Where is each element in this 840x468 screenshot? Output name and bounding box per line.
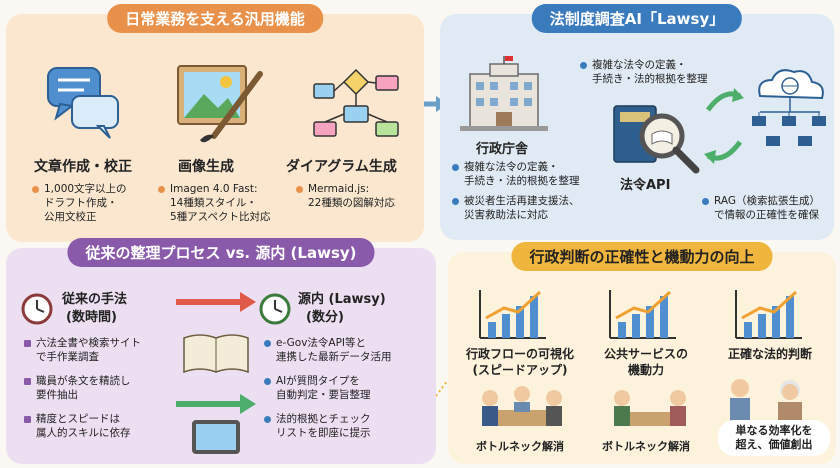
law-api-label: 法令API bbox=[620, 178, 671, 193]
panel-title: 日常業務を支える汎用機能 bbox=[107, 4, 323, 33]
panel-title: 従来の整理プロセス vs. 源内 (Lawsy) bbox=[67, 238, 375, 267]
chat-bubbles-icon bbox=[47, 67, 119, 139]
old-method-label: 従来の手法 bbox=[62, 292, 128, 307]
paint-brush-icon bbox=[177, 65, 263, 143]
gov-building-label: 行政庁舎 bbox=[476, 142, 529, 157]
feature-note-diagram: Mermaid.js: 22種類の図解対応 bbox=[296, 182, 395, 210]
sync-arrows-icon bbox=[704, 88, 744, 164]
old-item-3: 精度とスピードは 属人的スキルに依存 bbox=[24, 412, 131, 440]
old-method-time: (数時間) bbox=[66, 310, 117, 325]
improve-caption-1: ボトルネック解消 bbox=[476, 440, 564, 453]
clock-icon-old bbox=[21, 293, 53, 325]
old-item-2: 職員が条文を精読し 要件抽出 bbox=[24, 374, 131, 402]
cloud-network-icon bbox=[752, 69, 826, 146]
new-method-label: 源内 (Lawsy) bbox=[298, 292, 386, 307]
improve-label-2: 公共サービスの 機動力 bbox=[603, 347, 688, 377]
law-book-magnifier-icon bbox=[613, 105, 700, 174]
feature-title-diagram: ダイアグラム生成 bbox=[286, 159, 397, 175]
arrows-and-book-icon bbox=[176, 292, 256, 454]
feature-title-image: 画像生成 bbox=[178, 159, 234, 175]
top-note: 複雑な法令の定義・ 手続き・法的根拠を整理 bbox=[580, 58, 708, 86]
government-building-icon bbox=[460, 56, 548, 131]
new-item-3: 法的根拠とチェック リストを即座に提示 bbox=[264, 412, 371, 440]
growth-chart-icon-3 bbox=[735, 290, 802, 339]
feature-title-writing: 文章作成・校正 bbox=[34, 159, 132, 175]
gov-note-1: 複雑な法令の定義・ 手続き・法的根拠を整理 bbox=[452, 160, 580, 188]
rag-note: RAG（検索拡張生成） で情報の正確性を確保 bbox=[702, 194, 820, 222]
meeting-people-illustration-2 bbox=[614, 390, 686, 426]
comparison-panel: 従来の整理プロセス vs. 源内 (Lawsy) 従来の手法 (数時間) 源内 … bbox=[6, 238, 436, 464]
new-item-2: AIが質問タイプを 自動判定・要旨整理 bbox=[264, 374, 371, 402]
old-item-1: 六法全書や検索サイト で手作業調査 bbox=[24, 336, 141, 364]
improve-label-3: 正確な法的判断 bbox=[727, 347, 812, 361]
general-features-panel: 日常業務を支える汎用機能 文章作成・校正 画 bbox=[6, 4, 424, 242]
new-item-1: e-Gov法令API等と 連携した最新データ活用 bbox=[264, 336, 392, 364]
clock-icon-new bbox=[259, 293, 291, 325]
panel-title: 行政判断の正確性と機動力の向上 bbox=[511, 242, 773, 271]
new-method-time: (数分) bbox=[306, 310, 344, 325]
growth-chart-icon-1 bbox=[479, 290, 546, 339]
panel-title: 法制度調査AI「Lawsy」 bbox=[531, 4, 743, 33]
improvement-panel: 行政判断の正確性と機動力の向上 行政フローの可視化 (スピードアップ) 公共サー… bbox=[448, 242, 836, 464]
gov-note-2: 被災者生活再建支援法、 災害救助法に対応 bbox=[452, 194, 580, 222]
improve-caption-3: 単なる効率化を 超え、価値創出 bbox=[718, 420, 830, 456]
people-helping-illustration bbox=[730, 379, 802, 426]
flowchart-icon bbox=[313, 68, 399, 137]
lawsy-panel: 法制度調査AI「Lawsy」 行政庁舎 複雑な法令の定義・ 手続き・法的根拠を整… bbox=[440, 4, 834, 240]
feature-note-writing: 1,000文字以上の ドラフト作成・ 公用文校正 bbox=[32, 182, 127, 224]
growth-chart-icon-2 bbox=[609, 290, 676, 339]
improve-label-1: 行政フローの可視化 (スピードアップ) bbox=[465, 347, 574, 377]
feature-note-image: Imagen 4.0 Fast: 14種類スタイル・ 5種アスペクト比対応 bbox=[158, 182, 270, 224]
improve-caption-2: ボトルネック解消 bbox=[602, 440, 690, 453]
meeting-people-illustration-1 bbox=[482, 386, 562, 426]
